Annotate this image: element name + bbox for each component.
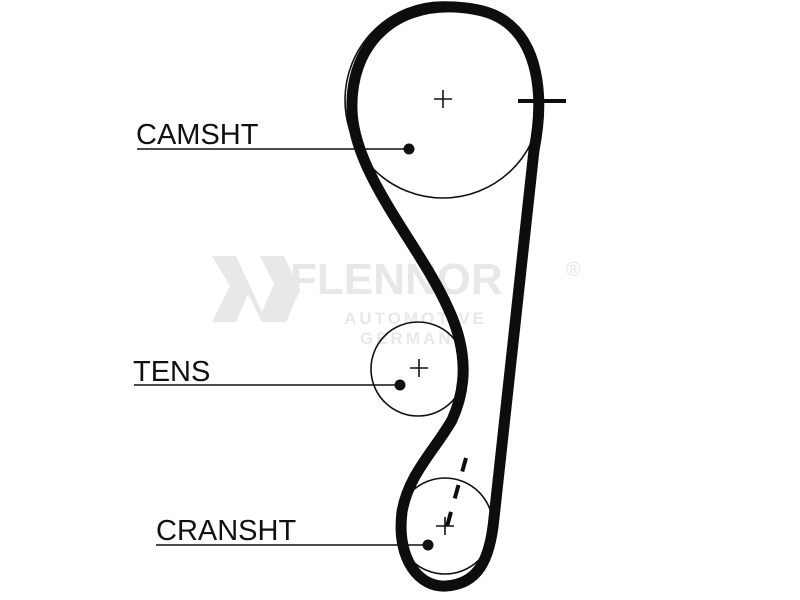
tensioner-center-cross-icon — [410, 359, 428, 377]
tensioner-label: TENS — [133, 356, 210, 388]
tensioner-leader — [134, 379, 406, 391]
watermark-logo-icon — [212, 256, 300, 322]
crankshaft-leader — [156, 539, 434, 551]
watermark: FLENNOR ® AUTOMOTIVE GERMANY — [212, 255, 581, 348]
timing-belt — [346, 1, 545, 592]
crankshaft-timing-mark — [444, 457, 468, 531]
camshaft-center-cross-icon — [434, 90, 452, 108]
watermark-registered-mark: ® — [566, 259, 581, 281]
camshaft-label: CAMSHT — [136, 119, 259, 151]
watermark-line1: AUTOMOTIVE — [344, 309, 487, 328]
crankshaft-label: CRANSHT — [156, 515, 296, 547]
watermark-brand: FLENNOR — [290, 255, 503, 304]
crankshaft-center-cross-icon — [436, 517, 454, 535]
camshaft-leader — [137, 143, 415, 155]
